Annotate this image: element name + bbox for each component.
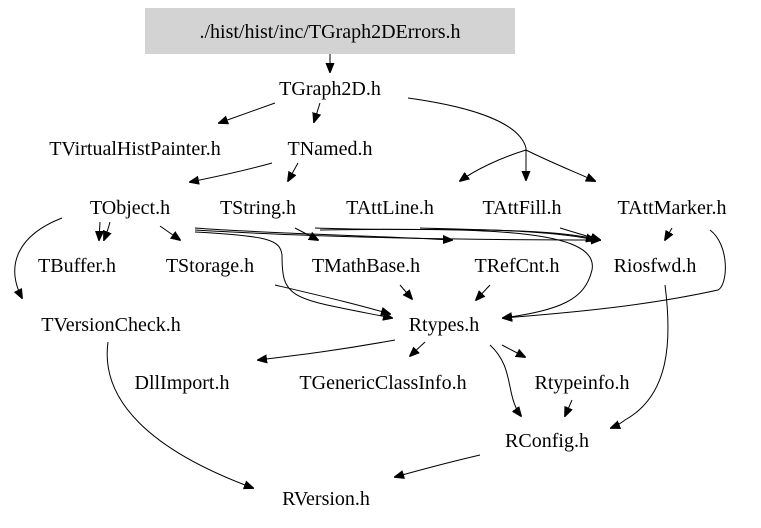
- node-rversion: RVersion.h: [282, 488, 370, 510]
- edge-tstring-tmathbase: [294, 227, 318, 240]
- edge-rtypes-dllimport: [258, 339, 396, 360]
- edge-tattmarker-rtypes: [503, 229, 726, 318]
- node-tgenericclassinfo: TGenericClassInfo.h: [299, 372, 466, 394]
- edge-tgraph2d-tattfill: [407, 97, 526, 180]
- edge-rtypes-rconfig: [489, 344, 521, 416]
- node-tobject: TObject.h: [90, 197, 170, 219]
- edge-tobject-rtypes: [194, 231, 392, 318]
- edge-tnamed-tobject: [190, 162, 273, 182]
- edges: [15, 54, 726, 488]
- edge-trefcnt-rtypes: [476, 284, 491, 300]
- node-tattmarker: TAttMarker.h: [618, 197, 727, 219]
- edge-tattfill-riosfwd: [559, 227, 600, 240]
- node-tmathbase: TMathBase.h: [312, 255, 420, 277]
- edge-tobject-riosfwd: [194, 229, 600, 240]
- edge-tattline-riosfwd: [419, 227, 595, 240]
- edge-rtypeinfo-rconfig: [565, 399, 572, 416]
- node-tstorage: TStorage.h: [166, 255, 254, 277]
- edge-rtypes-tgenericclassinfo: [410, 341, 426, 356]
- edge-tgraph2d-tnamed: [314, 102, 320, 122]
- nodes: TGraph2D.h TVirtualHistPainter.h TNamed.…: [38, 78, 726, 510]
- node-rtypes: Rtypes.h: [409, 314, 480, 336]
- node-rtypeinfo: Rtypeinfo.h: [535, 372, 630, 394]
- edge-tgraph2d-tattline: [460, 149, 527, 181]
- edge-tmathbase-rtypes: [399, 284, 412, 299]
- edge-tobject-tbuffer: [99, 221, 100, 240]
- edge-tgraph2d-tvirtualhistpainter: [219, 102, 276, 123]
- node-dllimport: DllImport.h: [135, 372, 230, 394]
- node-riosfwd: Riosfwd.h: [614, 255, 697, 277]
- edge-tobject-tstorage: [159, 225, 180, 240]
- node-root: ./hist/hist/inc/TGraph2DErrors.h: [199, 21, 460, 43]
- edge-rconfig-rversion: [395, 454, 481, 477]
- edge-tobject-tversioncheck: [15, 217, 63, 298]
- edge-riosfwd-rconfig: [611, 284, 669, 428]
- edge-tstorage-rtypes: [274, 284, 390, 314]
- node-tvirtualhistpainter: TVirtualHistPainter.h: [49, 138, 221, 160]
- edge-tversioncheck-rversion: [106, 341, 253, 488]
- node-tversioncheck: TVersionCheck.h: [41, 314, 180, 336]
- node-tgraph2d: TGraph2D.h: [279, 78, 381, 100]
- edge-tstring-rtypes: [319, 228, 593, 318]
- node-tbuffer: TBuffer.h: [38, 255, 116, 277]
- node-tattline: TAttLine.h: [346, 197, 434, 219]
- edge-tgraph2d-tattmarker: [525, 149, 595, 181]
- node-tstring: TString.h: [220, 197, 296, 219]
- edge-tobject-tbuffer-2: [104, 221, 110, 240]
- node-rconfig: RConfig.h: [505, 430, 589, 452]
- node-tattfill: TAttFill.h: [483, 197, 562, 219]
- node-trefcnt: TRefCnt.h: [475, 255, 560, 277]
- edge-tnamed-tstring: [288, 162, 299, 181]
- node-tnamed: TNamed.h: [288, 138, 373, 160]
- edge-rtypes-rtypeinfo: [501, 344, 525, 357]
- edge-tattmarker-riosfwd: [665, 227, 672, 240]
- root-node-box: [145, 8, 515, 54]
